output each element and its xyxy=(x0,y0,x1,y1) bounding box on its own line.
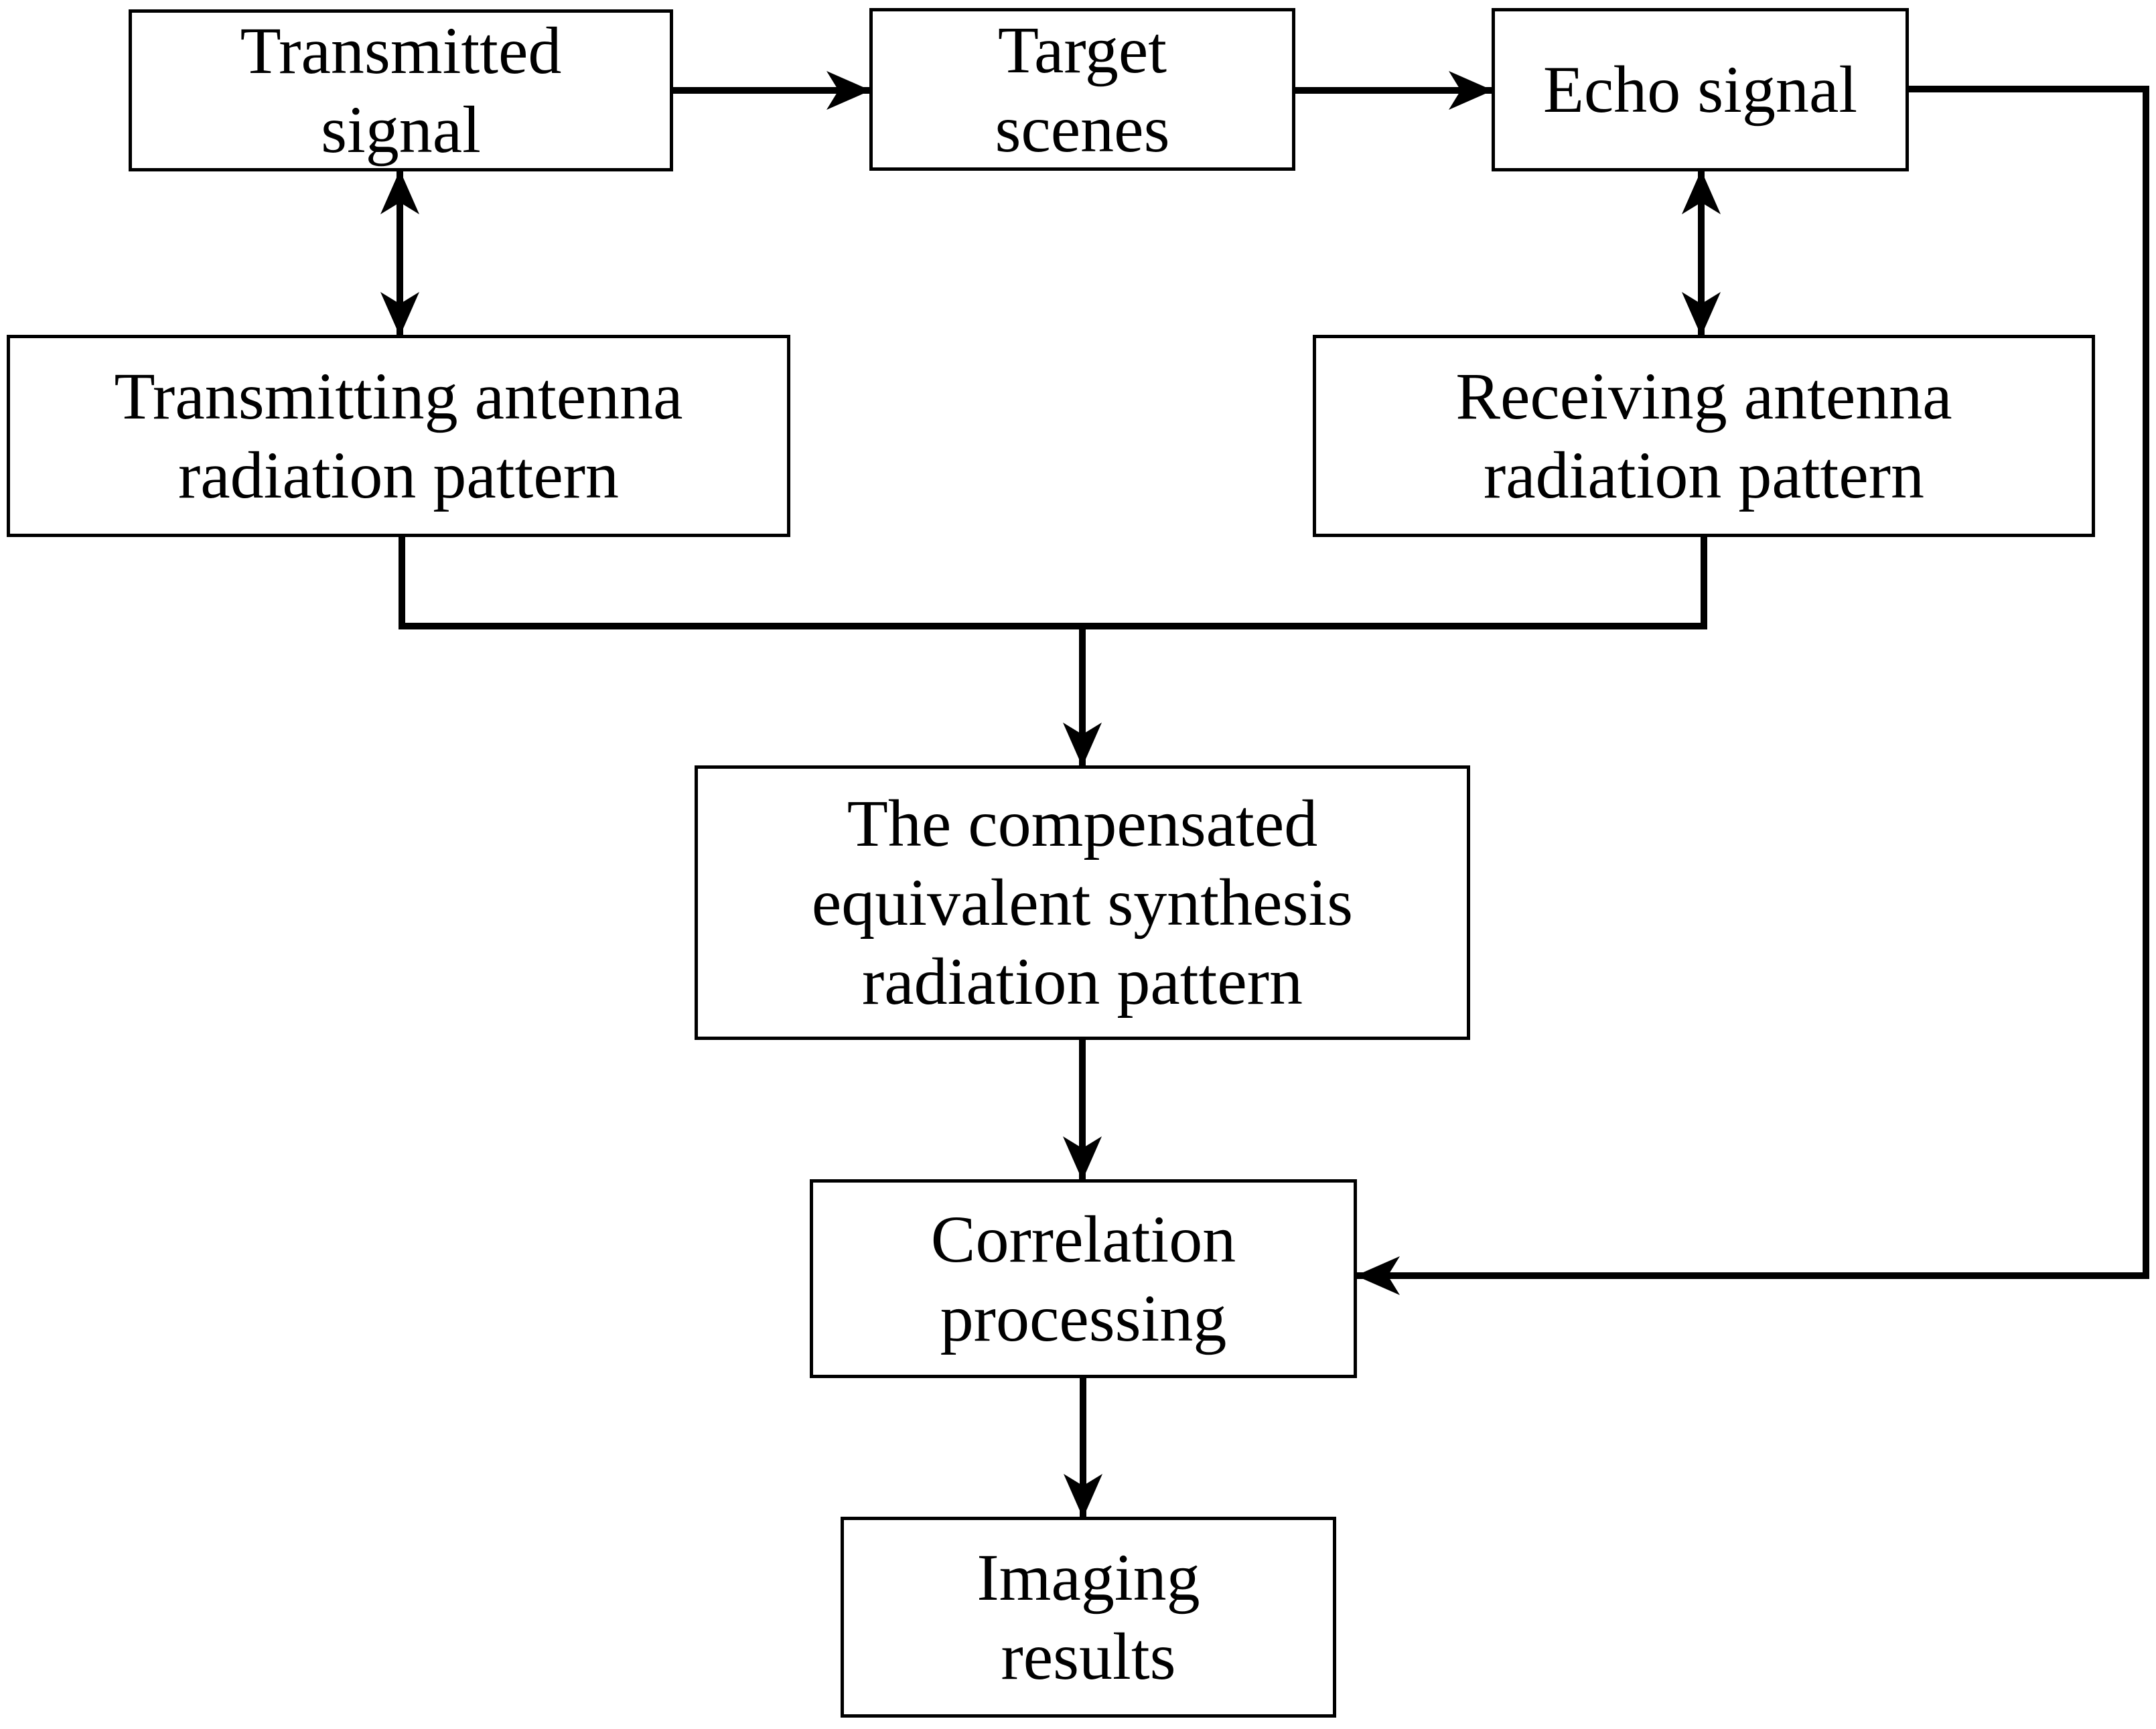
box-transmitted-signal: Transmitted signal xyxy=(129,9,673,171)
box-target-scenes: Target scenes xyxy=(869,8,1295,171)
elbow-arrow-echo-to-correlation xyxy=(1356,86,2149,1296)
merge-line-antenna-patterns xyxy=(399,537,1707,629)
box-echo-signal: Echo signal xyxy=(1492,8,1909,171)
box-transmitting-antenna-radiation-pattern: Transmitting antenna radiation pattern xyxy=(7,335,790,537)
box-receiving-antenna-radiation-pattern: Receiving antenna radiation pattern xyxy=(1313,335,2095,537)
box-imaging-results: Imaging results xyxy=(841,1517,1336,1718)
box-correlation-processing: Correlation processing xyxy=(810,1179,1357,1378)
box-compensated-equivalent-synthesis-radiation-pattern: The compensated equivalent synthesis rad… xyxy=(695,765,1470,1040)
